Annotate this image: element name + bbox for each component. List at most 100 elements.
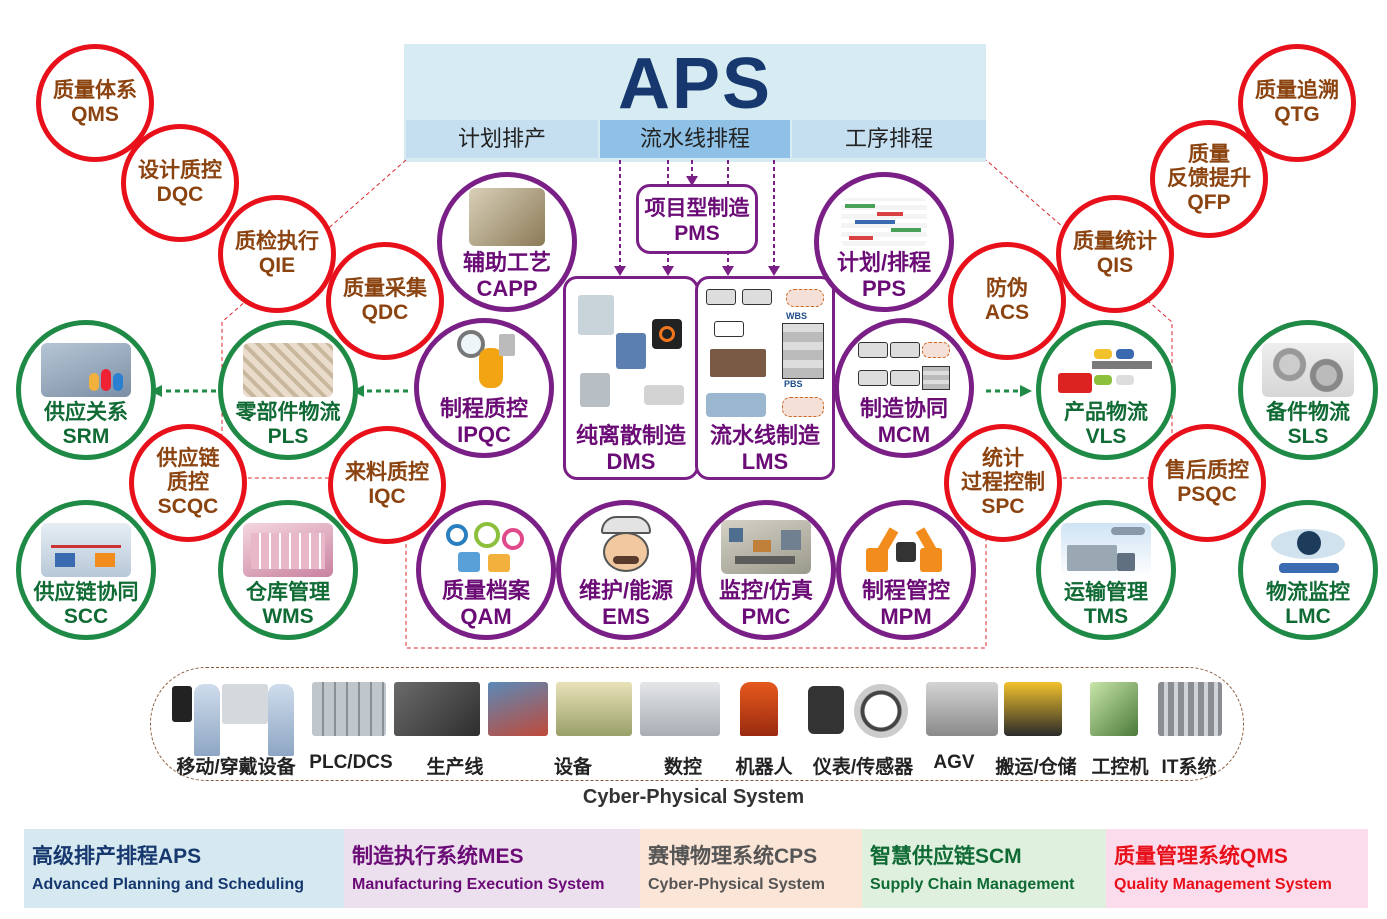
scc-node[interactable]: 供应链协同 SCC	[16, 500, 156, 640]
ipqc-label-en: IPQC	[457, 421, 511, 447]
pms-box[interactable]: 项目型制造 PMS	[636, 184, 758, 254]
qms-label-cn: 质量体系	[53, 78, 137, 102]
qam-label-cn: 质量档案	[441, 578, 530, 604]
tms-label-cn: 运输管理	[1064, 580, 1148, 604]
scqc-node[interactable]: 供应链 质控 SCQC	[129, 424, 247, 542]
srm-label-en: SRM	[62, 424, 110, 448]
maintenance-worker-icon	[591, 516, 661, 574]
qam-node[interactable]: 质量档案 QAM	[416, 500, 556, 640]
cps-label-plc: PLC/DCS	[309, 752, 393, 773]
spc-label-cn1: 统计	[982, 446, 1024, 470]
wearable-device-icon	[222, 684, 268, 724]
forklift-icon	[1004, 682, 1062, 736]
mcm-label-en: MCM	[877, 421, 931, 447]
qfp-node[interactable]: 质量 反馈提升 QFP	[1150, 120, 1268, 238]
pls-node[interactable]: 零部件物流 PLS	[218, 320, 358, 460]
cps-label-warehouse: 搬运/仓储	[995, 757, 1077, 778]
worker-figure-icon	[194, 684, 220, 756]
tab-line-scheduling[interactable]: 流水线排程	[600, 120, 790, 158]
legend-qms-en: Quality Management System	[1114, 876, 1332, 893]
wms-node[interactable]: 仓库管理 WMS	[218, 500, 358, 640]
qdc-label-cn: 质量采集	[343, 276, 427, 300]
pls-label-en: PLS	[267, 424, 309, 448]
ems-node[interactable]: 维护/能源 EMS	[556, 500, 696, 640]
lmc-label-cn: 物流监控	[1266, 580, 1350, 604]
qdc-label-en: QDC	[361, 301, 409, 324]
cnc-machine-icon	[640, 682, 720, 736]
pms-label-cn: 项目型制造	[644, 197, 750, 220]
acs-node[interactable]: 防伪 ACS	[948, 242, 1066, 360]
pmc-node[interactable]: 监控/仿真 PMC	[696, 500, 836, 640]
legend-cps-en: Cyber-Physical System	[648, 876, 825, 893]
vls-label-cn: 产品物流	[1064, 400, 1148, 424]
mpm-node[interactable]: 制程管控 MPM	[836, 500, 976, 640]
qie-label-cn: 质检执行	[235, 229, 319, 253]
pmc-label-cn: 监控/仿真	[718, 578, 814, 604]
dms-box[interactable]: 纯离散制造 DMS	[563, 276, 699, 480]
psqc-label-en: PSQC	[1177, 483, 1237, 506]
line-sync-icon	[858, 340, 950, 392]
scqc-label-cn2: 质控	[167, 470, 209, 494]
qtg-node[interactable]: 质量追溯 QTG	[1238, 44, 1356, 162]
acs-label-cn: 防伪	[986, 276, 1028, 300]
iqc-node[interactable]: 来料质控 IQC	[328, 426, 446, 544]
acs-label-en: ACS	[984, 301, 1030, 324]
vls-node[interactable]: 产品物流 VLS	[1036, 320, 1176, 460]
srm-label-cn: 供应关系	[44, 400, 128, 424]
sls-node[interactable]: 备件物流 SLS	[1238, 320, 1378, 460]
scqc-label-cn1: 供应链	[156, 446, 220, 470]
industrial-robot-icon	[740, 682, 778, 736]
lmc-node[interactable]: 物流监控 LMC	[1238, 500, 1378, 640]
legend-qms-cn: 质量管理系统QMS	[1114, 845, 1288, 868]
cps-label-line: 生产线	[426, 757, 484, 778]
dqc-node[interactable]: 设计质控 DQC	[121, 124, 239, 242]
aps-title: APS	[617, 44, 773, 124]
lms-label-cn: 流水线制造	[709, 423, 820, 448]
qtg-label-cn: 质量追溯	[1255, 78, 1339, 102]
legend-scm-cn: 智慧供应链SCM	[870, 845, 1022, 868]
qie-label-en: QIE	[258, 254, 296, 277]
tms-node[interactable]: 运输管理 TMS	[1036, 500, 1176, 640]
sls-label-cn: 备件物流	[1266, 400, 1350, 424]
qie-node[interactable]: 质检执行 QIE	[218, 195, 336, 313]
psqc-label-cn: 售后质控	[1165, 458, 1249, 482]
robot-arm-icon	[862, 518, 950, 574]
tab-plan-scheduling[interactable]: 计划排产	[406, 120, 598, 158]
qfp-label-cn1: 质量	[1188, 142, 1230, 166]
lmc-label-en: LMC	[1285, 604, 1331, 628]
ipqc-node[interactable]: 制程质控 IPQC	[414, 318, 554, 458]
qdc-node[interactable]: 质量采集 QDC	[326, 242, 444, 360]
car-carrier-icon	[1058, 343, 1154, 397]
cps-frame	[150, 667, 1244, 781]
wbs-label: WBS	[786, 311, 807, 321]
mcm-node[interactable]: 制造协同 MCM	[834, 318, 974, 458]
legend-qms: 质量管理系统QMS Quality Management System	[1106, 829, 1368, 908]
spc-node[interactable]: 统计 过程控制 SPC	[944, 424, 1062, 542]
dms-label-en: DMS	[606, 449, 656, 474]
plc-rack-icon	[312, 682, 386, 736]
tab-process-scheduling[interactable]: 工序排程	[792, 120, 986, 158]
cps-label-robot: 机器人	[735, 757, 793, 778]
capp-label-cn: 辅助工艺	[462, 250, 551, 276]
cps-label-ipc: 工控机	[1091, 757, 1149, 778]
pps-node[interactable]: 计划/排程 PPS	[814, 172, 954, 312]
pmc-label-en: PMC	[741, 603, 791, 629]
gear-machine-icon	[469, 188, 545, 247]
legend-mes: 制造执行系统MES Manufacturing Execution System	[344, 829, 640, 908]
capp-node[interactable]: 辅助工艺 CAPP	[437, 172, 577, 312]
srm-node[interactable]: 供应关系 SRM	[16, 320, 156, 460]
factory-simulation-icon	[721, 520, 811, 575]
ipqc-label-cn: 制程质控	[439, 396, 528, 422]
psqc-node[interactable]: 售后质控 PSQC	[1148, 424, 1266, 542]
qam-label-en: QAM	[460, 603, 512, 629]
pressure-gauge-icon	[854, 684, 908, 738]
qis-node[interactable]: 质量统计 QIS	[1056, 195, 1174, 313]
legend-cps: 赛博物理系统CPS Cyber-Physical System	[640, 829, 862, 908]
qms-node[interactable]: 质量体系 QMS	[36, 44, 154, 162]
pms-label-en: PMS	[674, 222, 720, 245]
mpm-label-en: MPM	[880, 603, 932, 629]
pbs-label: PBS	[784, 379, 803, 389]
lms-box[interactable]: WBS PBS 流水线制造 LMS	[695, 276, 835, 480]
dms-label-cn: 纯离散制造	[575, 423, 686, 448]
qms-label-en: QMS	[71, 103, 119, 126]
